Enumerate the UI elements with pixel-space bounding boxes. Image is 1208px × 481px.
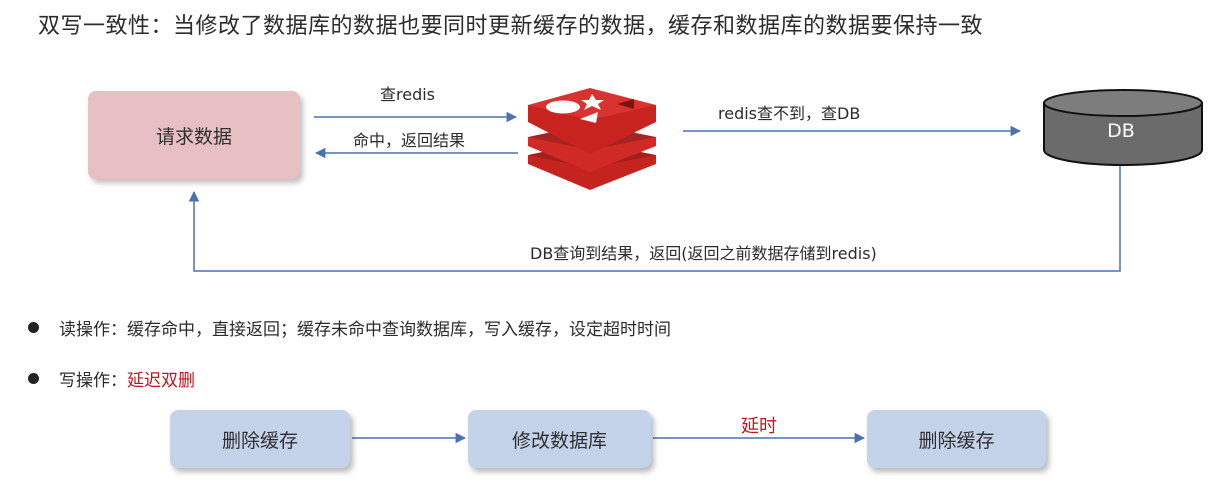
database-icon [1043,89,1203,166]
flow-delete-cache-1: 删除缓存 [170,410,350,468]
redis-logo-icon [528,88,656,190]
bullet-dot [28,373,39,384]
hit-return-label: 命中，返回结果 [353,131,466,150]
request-data-box: 请求数据 [88,91,300,179]
db-return-label: DB查询到结果，返回(返回之前数据存储到redis) [530,244,877,263]
read-bullet-text: 读操作：缓存命中，直接返回；缓存未命中查询数据库，写入缓存，设定超时时间 [59,320,671,340]
write-bullet-prefix: 写操作： [59,371,127,391]
read-bullet: 读操作：缓存命中，直接返回；缓存未命中查询数据库，写入缓存，设定超时时间 [28,315,671,340]
query-redis-label: 查redis [380,85,436,104]
write-bullet: 写操作： 延迟双删 [28,366,195,391]
arrow-db-return [188,163,1121,272]
page-title: 双写一致性：当修改了数据库的数据也要同时更新缓存的数据，缓存和数据库的数据要保持… [38,14,984,39]
write-strategy: 延迟双删 [127,371,195,391]
delay-label: 延时 [741,416,777,437]
flow-update-db: 修改数据库 [468,410,651,468]
db-label: DB [1107,120,1135,142]
flow-delete-cache-2: 删除缓存 [867,410,1046,468]
redis-miss-label: redis查不到，查DB [718,104,861,123]
bullet-dot [28,322,39,333]
